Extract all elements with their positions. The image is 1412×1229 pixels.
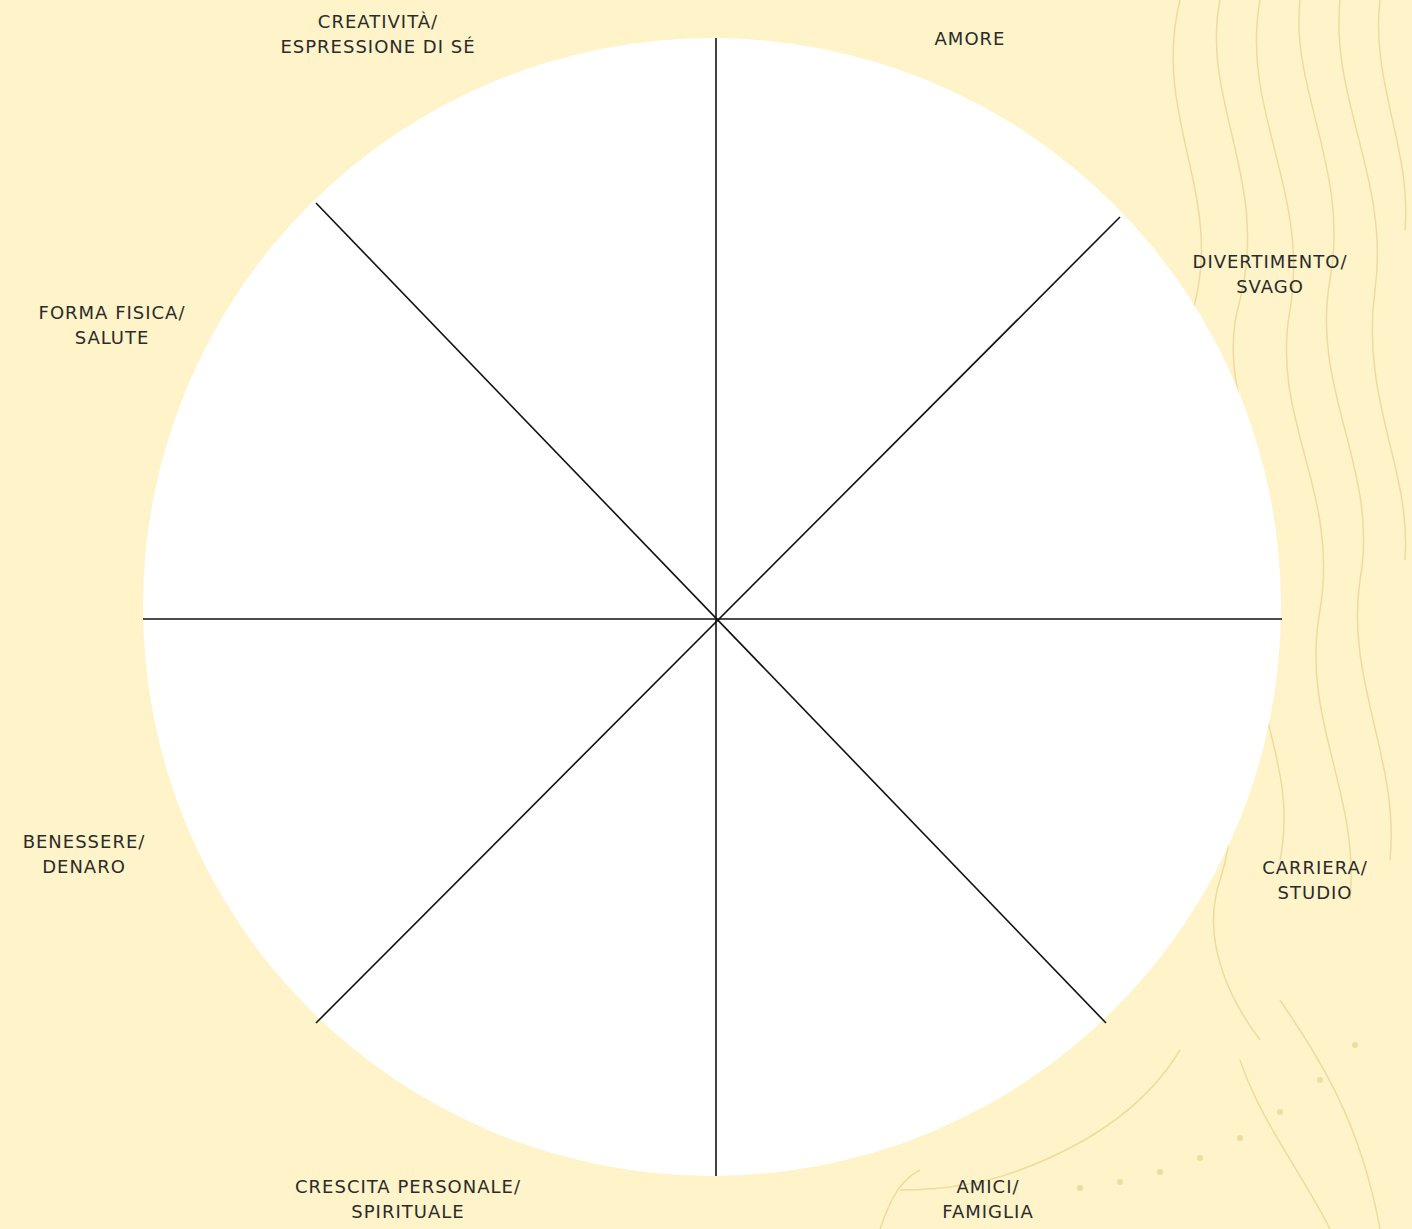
area-label: CRESCITA PERSONALE/ SPIRITUALE	[292, 1174, 524, 1224]
area-label: CARRIERA/ STUDIO	[1259, 855, 1371, 905]
area-label: FORMA FISICA/ SALUTE	[35, 300, 189, 350]
wheel-circle	[143, 38, 1281, 1176]
area-label: DIVERTIMENTO/ SVAGO	[1189, 249, 1351, 299]
bead-decoration	[1077, 1042, 1358, 1191]
area-label: AMICI/ FAMIGLIA	[939, 1174, 1037, 1224]
area-label: BENESSERE/ DENARO	[19, 829, 149, 879]
wheel-spokes	[143, 38, 1282, 1176]
area-label: AMORE	[931, 26, 1009, 51]
area-label: CREATIVITÀ/ ESPRESSIONE DI SÉ	[277, 9, 479, 59]
